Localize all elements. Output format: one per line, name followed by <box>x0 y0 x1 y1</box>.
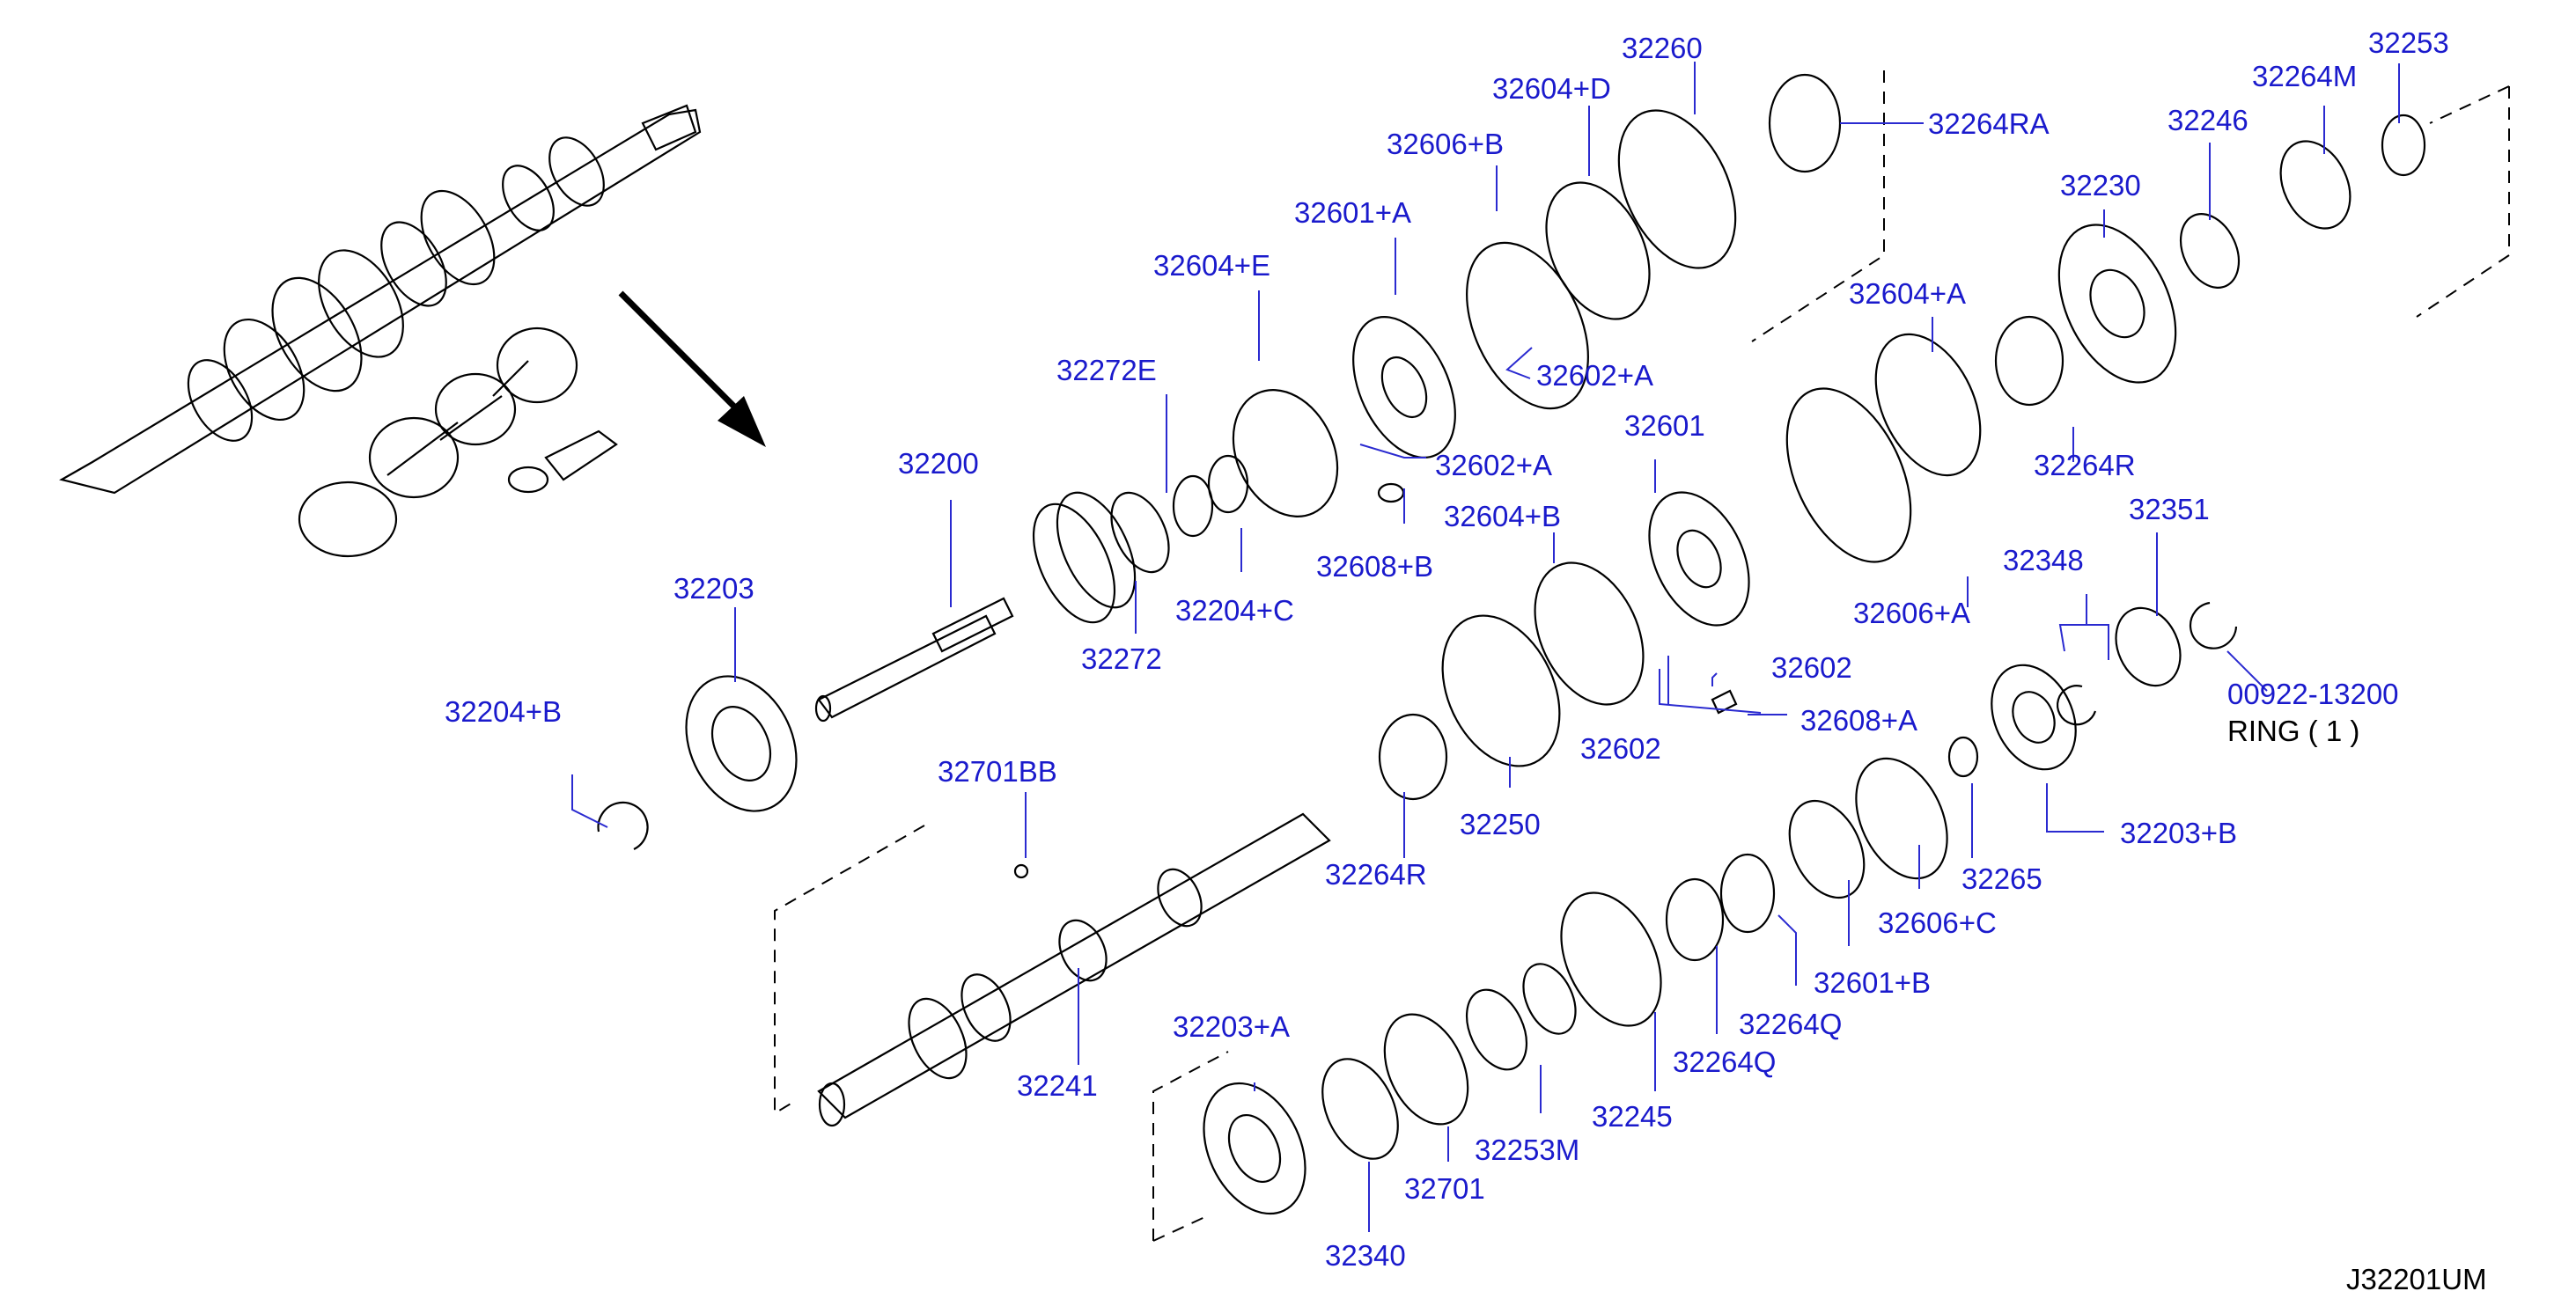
label-32606-c: 32606+C <box>1878 906 1997 939</box>
label-32264ra: 32264RA <box>1928 107 2050 140</box>
label-32604-a: 32604+A <box>1849 277 1966 310</box>
label-32601: 32601 <box>1624 409 1705 442</box>
leader-lines <box>571 62 2400 1232</box>
dashed-group-outline-3 <box>774 825 925 1115</box>
label-32272e: 32272E <box>1056 354 1157 386</box>
label-32604-b: 32604+B <box>1444 500 1561 532</box>
part-labels: 32260 32604+D 32264RA 32253 32264M 32606… <box>445 26 2487 1295</box>
label-32601-b: 32601+B <box>1814 966 1931 999</box>
label-32701bb: 32701BB <box>938 755 1057 788</box>
direction-arrow <box>618 290 766 447</box>
label-32250: 32250 <box>1460 808 1541 840</box>
label-32204-c: 32204+C <box>1175 594 1294 627</box>
label-32245: 32245 <box>1592 1100 1673 1133</box>
label-32264q-b: 32264Q <box>1673 1046 1776 1078</box>
label-32604-d: 32604+D <box>1492 72 1611 105</box>
label-32264m: 32264M <box>2252 60 2357 92</box>
label-32602-a-1: 32602+A <box>1536 359 1653 392</box>
label-32230: 32230 <box>2060 169 2141 202</box>
label-32602-a-2: 32602+A <box>1435 449 1552 481</box>
label-ring-qty: RING ( 1 ) <box>2227 715 2359 747</box>
label-32204-b: 32204+B <box>445 695 562 728</box>
label-00922-13200: 00922-13200 <box>2227 678 2399 710</box>
label-32604-e: 32604+E <box>1153 249 1270 282</box>
label-32203: 32203 <box>673 572 754 605</box>
label-32253: 32253 <box>2368 26 2449 59</box>
label-32606-a: 32606+A <box>1853 597 1970 629</box>
label-32602-b: 32602 <box>1580 732 1661 765</box>
label-32253m: 32253M <box>1475 1134 1579 1166</box>
label-32241: 32241 <box>1017 1069 1098 1102</box>
label-32701: 32701 <box>1404 1172 1485 1205</box>
dashed-group-outline-2 <box>2416 85 2510 318</box>
label-32602-a: 32602 <box>1771 651 1852 684</box>
parts-drawing <box>597 73 2426 1215</box>
label-32264q-a: 32264Q <box>1739 1008 1842 1040</box>
label-32601-a: 32601+A <box>1294 196 1411 229</box>
label-32264r-top: 32264R <box>2034 449 2136 481</box>
label-32264r-bottom: 32264R <box>1325 858 1427 891</box>
assembly-overview <box>59 104 702 558</box>
label-32351: 32351 <box>2129 493 2210 525</box>
label-32272: 32272 <box>1081 642 1162 675</box>
label-32203-b: 32203+B <box>2120 817 2237 849</box>
label-32340: 32340 <box>1325 1239 1406 1272</box>
label-32203-a: 32203+A <box>1173 1010 1290 1043</box>
label-32348: 32348 <box>2003 544 2084 576</box>
label-32200: 32200 <box>898 447 979 480</box>
label-32608-a: 32608+A <box>1800 704 1917 737</box>
diagram-code: J32201UM <box>2346 1263 2487 1295</box>
label-32606-b: 32606+B <box>1387 128 1504 160</box>
label-32608-b: 32608+B <box>1316 550 1433 583</box>
label-32265: 32265 <box>1961 862 2042 895</box>
dashed-group-outline-4 <box>1152 1051 1229 1242</box>
label-32260: 32260 <box>1622 32 1703 64</box>
label-32246: 32246 <box>2168 104 2248 136</box>
